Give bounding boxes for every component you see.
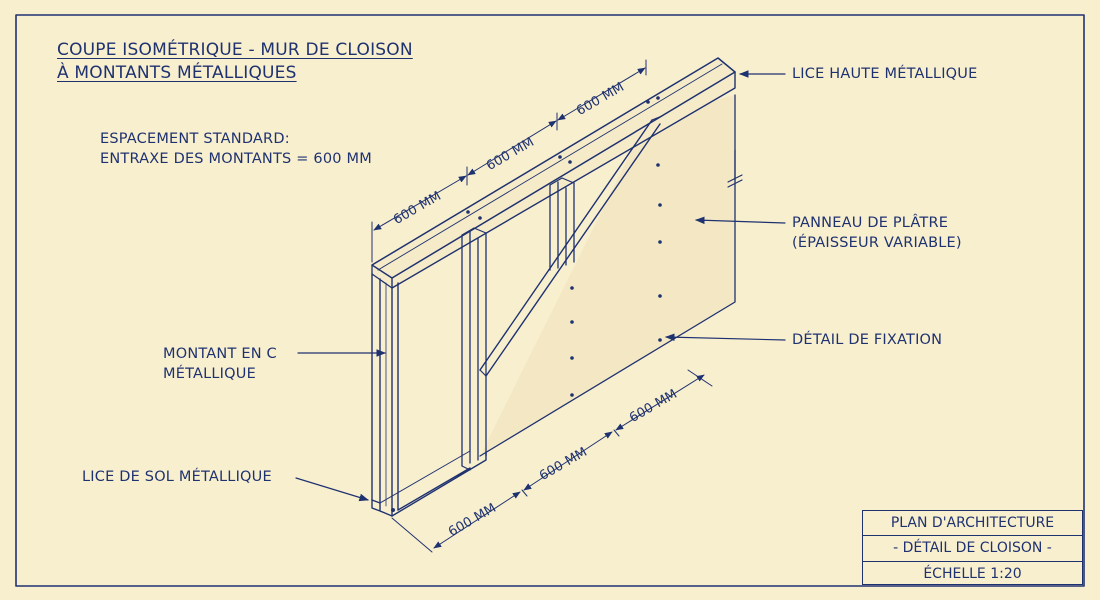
c-stud-2 [549, 177, 575, 271]
spacing-note-line-1: ESPACEMENT STANDARD: [100, 131, 290, 147]
fixing-dots [391, 96, 662, 512]
title-block-plan: PLAN D'ARCHITECTURE [890, 515, 1055, 531]
drawing-title-line-2: À MONTANTS MÉTALLIQUES [57, 63, 297, 83]
spacing-note-line-2: ENTRAXE DES MONTANTS = 600 MM [100, 151, 372, 167]
title-block: PLAN D'ARCHITECTURE - DÉTAIL DE CLOISON … [862, 510, 1083, 585]
drawing-title-line-1: COUPE ISOMÉTRIQUE - MUR DE CLOISON [57, 40, 413, 60]
c-stud-end [371, 273, 399, 517]
label-top-track: LICE HAUTE MÉTALLIQUE [792, 66, 978, 82]
label-panel-line-1: PANNEAU DE PLÂTRE [792, 215, 949, 231]
bottom-dimension-chain [391, 369, 713, 553]
label-stud-line-2: MÉTALLIQUE [163, 366, 256, 382]
label-fixing-detail: DÉTAIL DE FIXATION [792, 332, 943, 348]
title-block-scale: ÉCHELLE 1:20 [863, 560, 1082, 586]
title-block-detail: - DÉTAIL DE CLOISON - [863, 535, 1082, 560]
plaster-panel [479, 94, 743, 457]
sheet-border [15, 14, 1085, 587]
bottom-track [371, 450, 487, 517]
label-bottom-track: LICE DE SOL MÉTALLIQUE [82, 469, 272, 485]
label-panel-line-2: (ÉPAISSEUR VARIABLE) [792, 235, 962, 251]
top-dimension-chain [371, 59, 647, 263]
label-stud-line-1: MONTANT EN C [163, 346, 277, 362]
c-stud-1 [461, 227, 487, 471]
leader-lines [295, 70, 786, 502]
